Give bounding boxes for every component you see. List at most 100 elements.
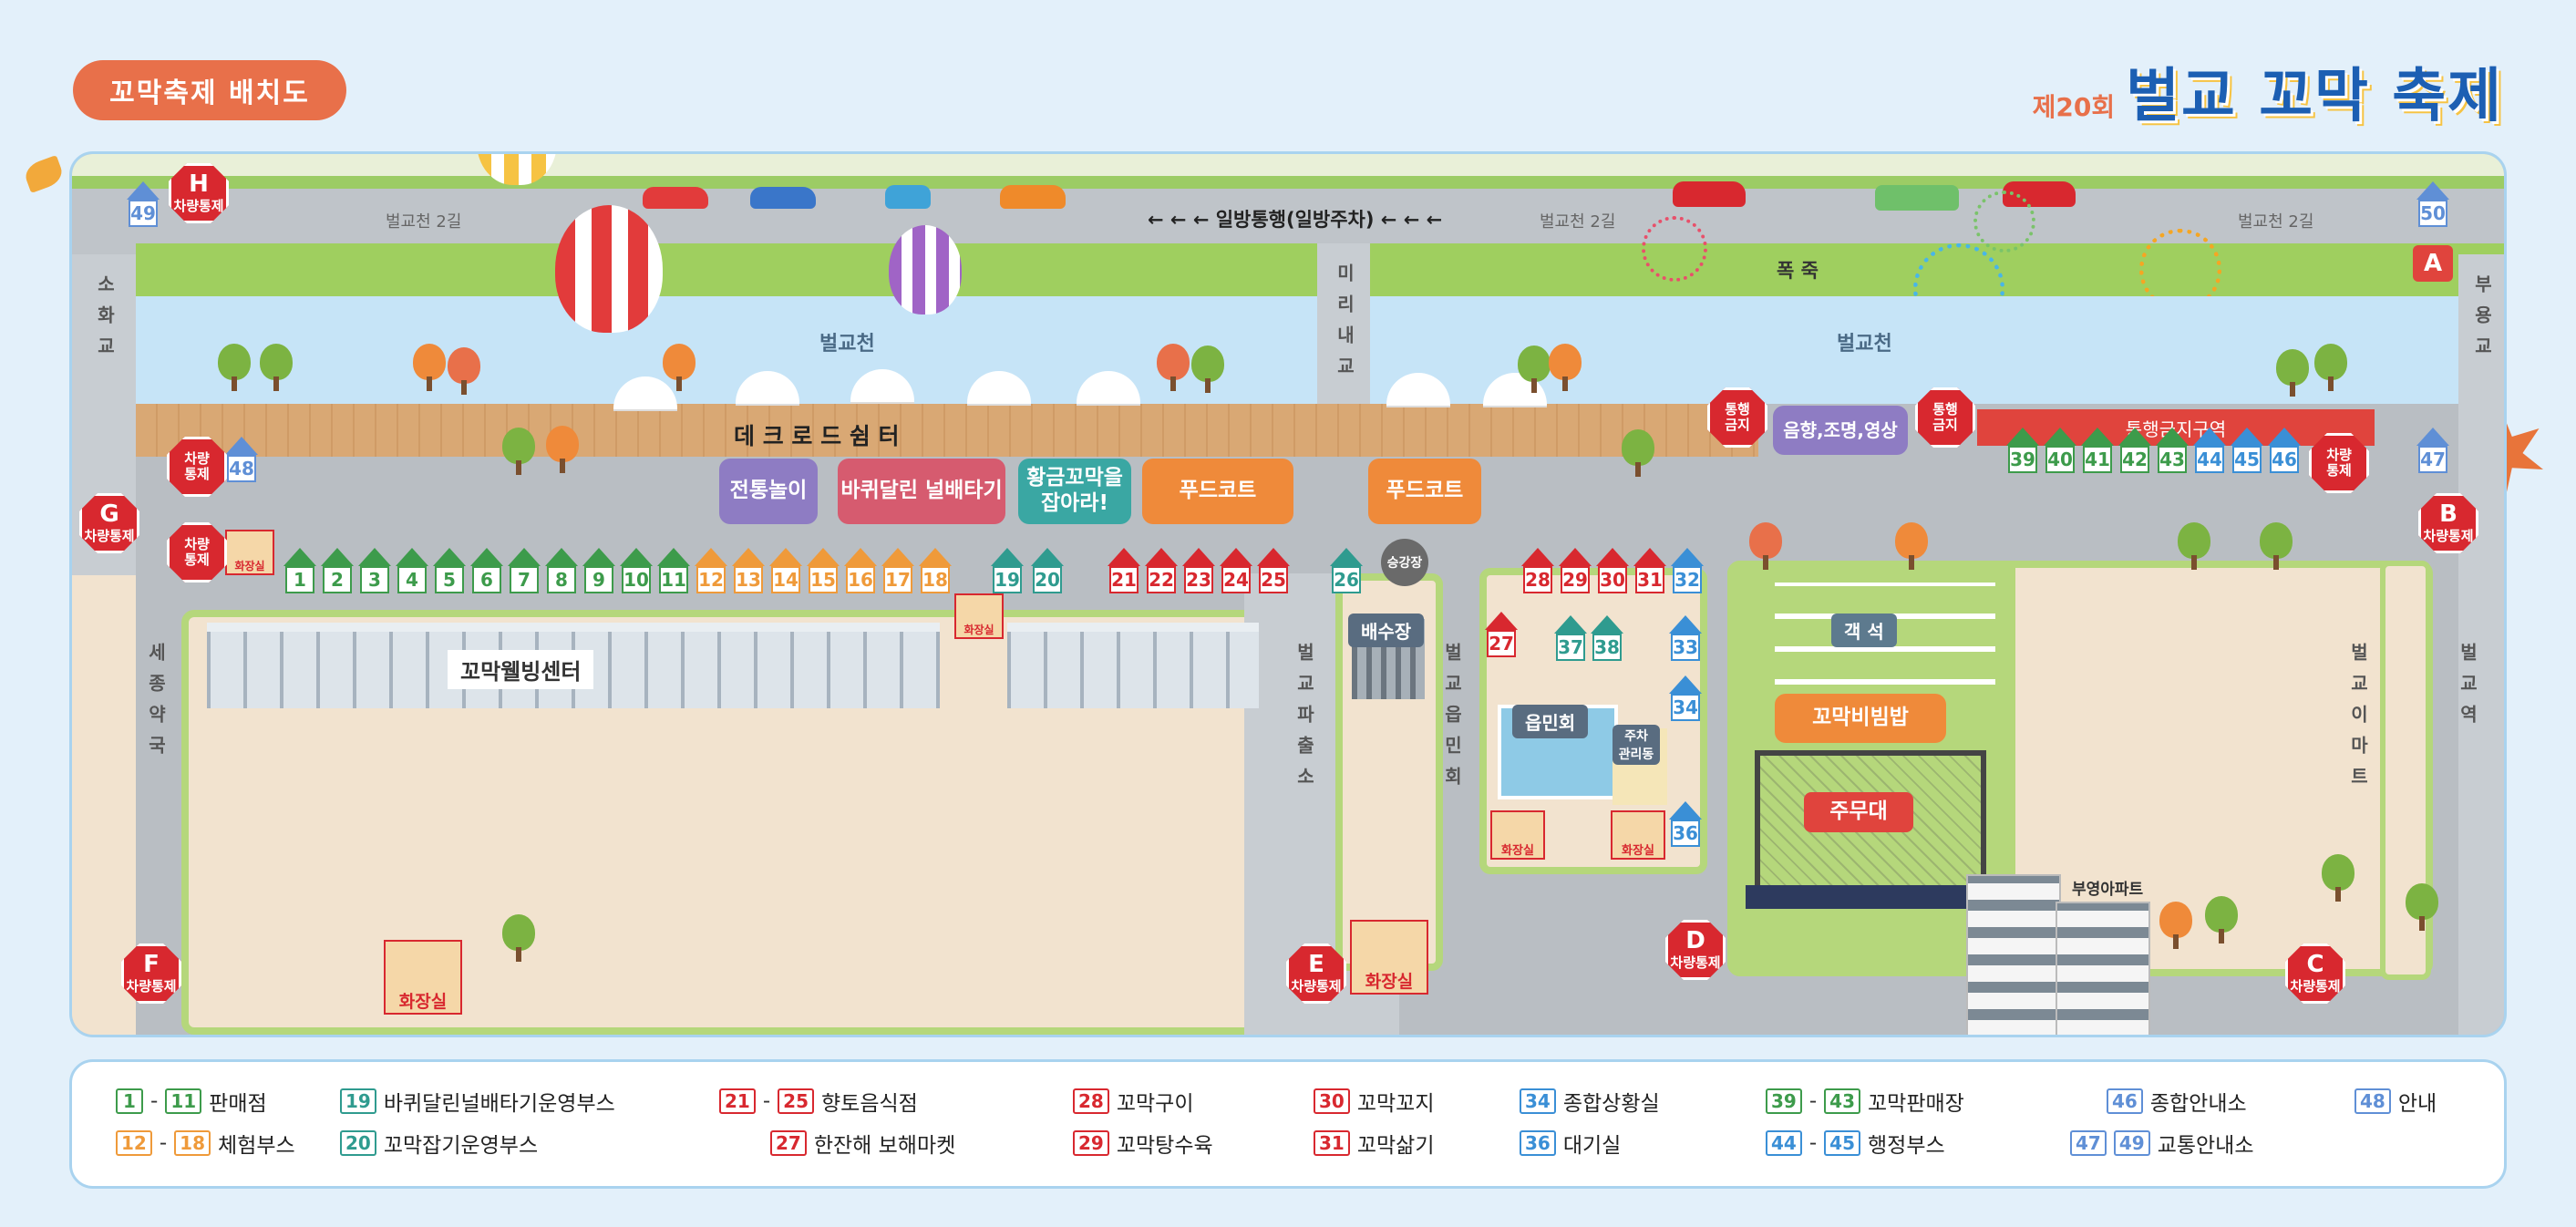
activity-board-riding: 바퀴달린 널배타기: [838, 459, 1005, 524]
tree-icon: [1191, 345, 1224, 393]
balloon-icon: [555, 205, 663, 333]
booth-33: 33: [1669, 615, 1702, 668]
booth-22: 22: [1145, 548, 1178, 601]
booth-4: 4: [396, 548, 428, 601]
legend-item: 31 꼬막삶기: [1314, 1128, 1434, 1159]
road-label: 벌교천 2길: [386, 212, 462, 232]
tree-icon: [2314, 344, 2347, 391]
booth-23: 23: [1182, 548, 1215, 601]
toilet: 화장실: [225, 530, 274, 575]
wellbeing-building: [207, 623, 940, 708]
river-label: 벌교천: [819, 333, 875, 356]
booth-24: 24: [1220, 548, 1252, 601]
booth-36: 36: [1669, 801, 1702, 854]
tree-icon: [2322, 854, 2354, 902]
point-A: A: [2413, 245, 2453, 282]
booth-20: 20: [1031, 548, 1064, 601]
booth-12: 12: [695, 548, 727, 601]
maple-leaf-icon: [22, 155, 66, 193]
car-icon: [1000, 185, 1066, 209]
tree-icon: [2406, 883, 2438, 931]
apartment-building: [1966, 874, 2061, 1035]
car-icon: [885, 185, 931, 209]
booth-28: 28: [1521, 548, 1554, 601]
deck-label: 데 크 로 드 쉼 터: [734, 423, 900, 449]
bridge-label: 미리내교: [1334, 263, 1355, 387]
side-label-mart: 벌교이마트: [2347, 643, 2369, 798]
booth-26: 26: [1330, 548, 1363, 601]
booth-50: 50: [2416, 181, 2449, 234]
legend-item: 1- 11 판매점: [116, 1086, 267, 1117]
booth-49: 49: [127, 181, 160, 234]
booth-27: 27: [1485, 612, 1518, 665]
side-label-station: 벌교역: [2457, 643, 2478, 736]
fireworks-label: 폭 죽: [1777, 260, 1819, 282]
logo-name: 벌교 꼬막 축제: [2126, 63, 2503, 130]
legend-item: 30 꼬막꼬지: [1314, 1086, 1434, 1117]
booth-13: 13: [732, 548, 765, 601]
booth-5: 5: [433, 548, 466, 601]
tree-icon: [1895, 522, 1928, 570]
legend-item: 20 꼬막잡기운영부스: [340, 1128, 538, 1159]
booth-7: 7: [508, 548, 541, 601]
legend-item: 28 꼬막구이: [1073, 1086, 1193, 1117]
apartment-label: 부영아파트: [2072, 881, 2144, 899]
toilet: 화장실: [384, 940, 462, 1015]
booth-18: 18: [919, 548, 952, 601]
tree-icon: [413, 344, 446, 391]
booth-8: 8: [545, 548, 578, 601]
legend-item: 44- 45 행정부스: [1766, 1128, 1945, 1159]
side-label-town: 벌교읍민회: [1441, 643, 1463, 798]
booth-40: 40: [2044, 428, 2076, 480]
tree-icon: [1622, 429, 1654, 477]
booth-11: 11: [657, 548, 690, 601]
booth-15: 15: [807, 548, 840, 601]
main-stage: [1755, 750, 1986, 905]
side-label-police: 벌교파출소: [1293, 643, 1315, 798]
tree-icon: [1157, 344, 1190, 391]
car-icon: [1875, 185, 1959, 211]
parking-office-label: 주차 관리동: [1613, 725, 1660, 765]
tree-icon: [546, 426, 579, 473]
one-way-sign: ← ← ← 일방통행(일방주차) ← ← ←: [1148, 209, 1443, 231]
booth-3: 3: [358, 548, 391, 601]
booth-6: 6: [470, 548, 503, 601]
toilet: 화장실: [1490, 810, 1545, 860]
town-office-label: 읍민회: [1512, 705, 1589, 738]
legend: 1- 11 판매점 12- 18 체험부스 19 바퀴달린널배타기운영부스 20…: [69, 1059, 2507, 1189]
legend-item: 29 꼬막탕수육: [1073, 1128, 1213, 1159]
legend-item: 36 대기실: [1520, 1128, 1621, 1159]
legend-item: 39- 43 꼬막판매장: [1766, 1086, 1964, 1117]
tree-icon: [1549, 344, 1582, 391]
activity-traditional-games: 전통놀이: [719, 459, 818, 524]
bridge-label: 소화교: [94, 274, 116, 367]
booth-43: 43: [2156, 428, 2189, 480]
toilet: 화장실: [1611, 810, 1665, 860]
festival-logo: 제20회 벌교 꼬막 축제: [2033, 49, 2503, 133]
water-tank-label: 배수장: [1348, 614, 1425, 647]
tree-icon: [218, 344, 251, 391]
tree-icon: [1518, 345, 1551, 393]
tree-icon: [2205, 896, 2238, 943]
road-label: 벌교천 2길: [2238, 212, 2314, 232]
legend-item: 21- 25 향토음식점: [719, 1086, 918, 1117]
road-label: 벌교천 2길: [1540, 212, 1616, 232]
bridge-label: 부용교: [2471, 274, 2493, 367]
legend-item: 19 바퀴달린널배타기운영부스: [340, 1086, 615, 1117]
booth-41: 41: [2081, 428, 2114, 480]
booth-16: 16: [844, 548, 877, 601]
legend-item: 47 49 교통안내소: [2070, 1128, 2254, 1159]
tree-icon: [260, 344, 293, 391]
car-icon: [1673, 181, 1746, 207]
booth-44: 44: [2193, 428, 2226, 480]
